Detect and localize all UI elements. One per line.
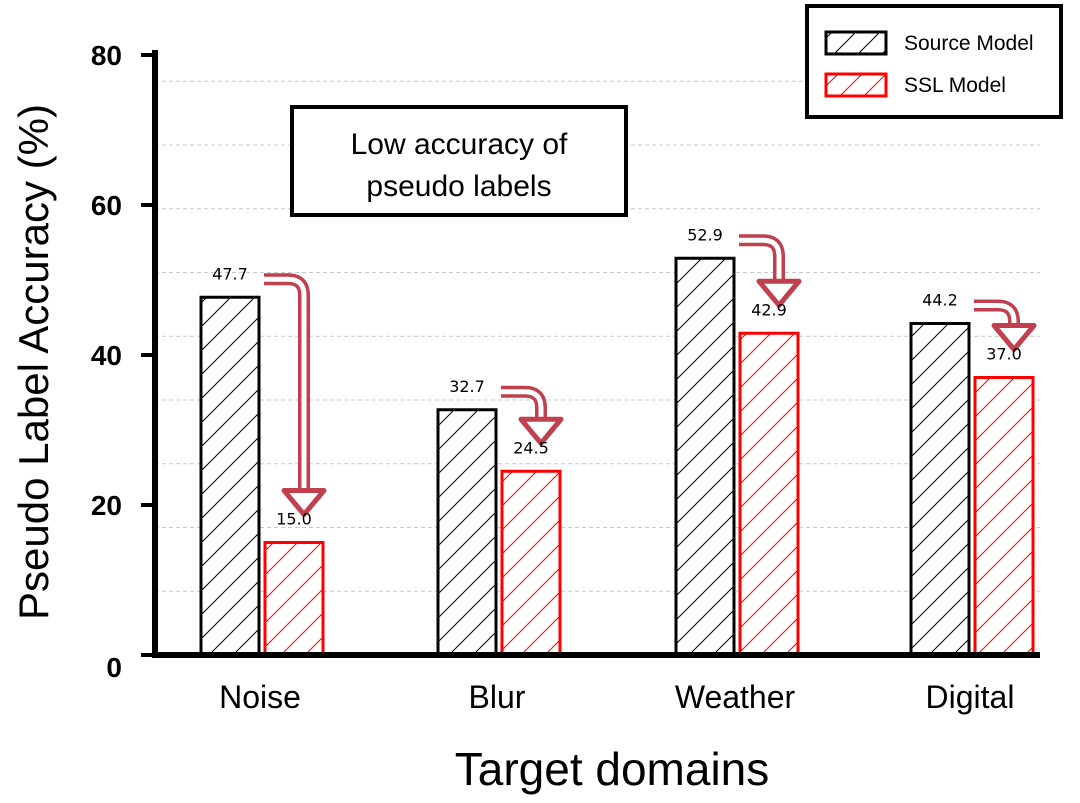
source-bar-weather	[674, 256, 736, 657]
decrease-arrow-head	[281, 488, 327, 517]
annotation-frame	[290, 105, 628, 217]
x-tick-label: Digital	[926, 679, 1015, 715]
data-label: 52.9	[687, 225, 723, 244]
ssl-bar-digital	[973, 376, 1035, 657]
ssl-bar-weather	[738, 331, 800, 657]
data-label: 15.0	[276, 510, 312, 529]
decrease-arrow-head	[756, 278, 802, 308]
decrease-arrow-shaft	[739, 234, 785, 286]
x-tick-label: Blur	[469, 679, 526, 715]
decrease-arrow-inner	[974, 303, 1017, 330]
decrease-arrows	[264, 234, 1037, 517]
decrease-arrow-inner	[739, 237, 782, 286]
y-tick-label: 0	[106, 652, 122, 683]
data-label: 47.7	[212, 264, 248, 283]
ssl-bar-noise	[263, 541, 325, 657]
annotation-text: Low accuracy of	[351, 128, 568, 161]
data-label: 32.7	[449, 377, 485, 396]
data-label: 42.9	[751, 300, 787, 319]
y-axis-title: Pseudo Label Accuracy (%)	[10, 104, 57, 620]
bars	[199, 256, 1035, 657]
legend-label: Source Model	[904, 32, 1034, 55]
source-bar-digital	[909, 322, 971, 657]
decrease-arrow-inner	[501, 389, 544, 424]
source-bar-noise	[199, 295, 261, 657]
decrease-arrow-inner	[264, 276, 307, 495]
decrease-arrow-head	[518, 416, 564, 446]
data-label: 44.2	[922, 291, 958, 310]
legend-swatch-source	[824, 30, 888, 56]
decrease-arrow-shaft	[264, 273, 310, 495]
y-tick-label: 20	[91, 490, 122, 521]
y-tick-label: 60	[91, 190, 122, 221]
axes	[141, 50, 1040, 658]
source-bar-blur	[436, 408, 498, 657]
legend-swatch-ssl	[824, 72, 888, 98]
x-tick-label: Weather	[675, 679, 796, 715]
x-axis-title: Target domains	[455, 743, 770, 795]
ssl-bar-blur	[500, 469, 562, 657]
y-tick-label: 80	[91, 40, 122, 71]
data-label: 37.0	[986, 345, 1022, 364]
annotation-box: Low accuracy of pseudo labels	[290, 105, 628, 217]
legend-label: SSL Model	[904, 74, 1006, 97]
legend-box	[805, 4, 1063, 119]
data-label: 24.5	[513, 438, 549, 457]
decrease-arrow-head	[991, 323, 1037, 352]
annotation-text: pseudo labels	[366, 170, 551, 203]
x-tick-label: Noise	[219, 679, 301, 715]
y-tick-label: 40	[91, 340, 122, 371]
